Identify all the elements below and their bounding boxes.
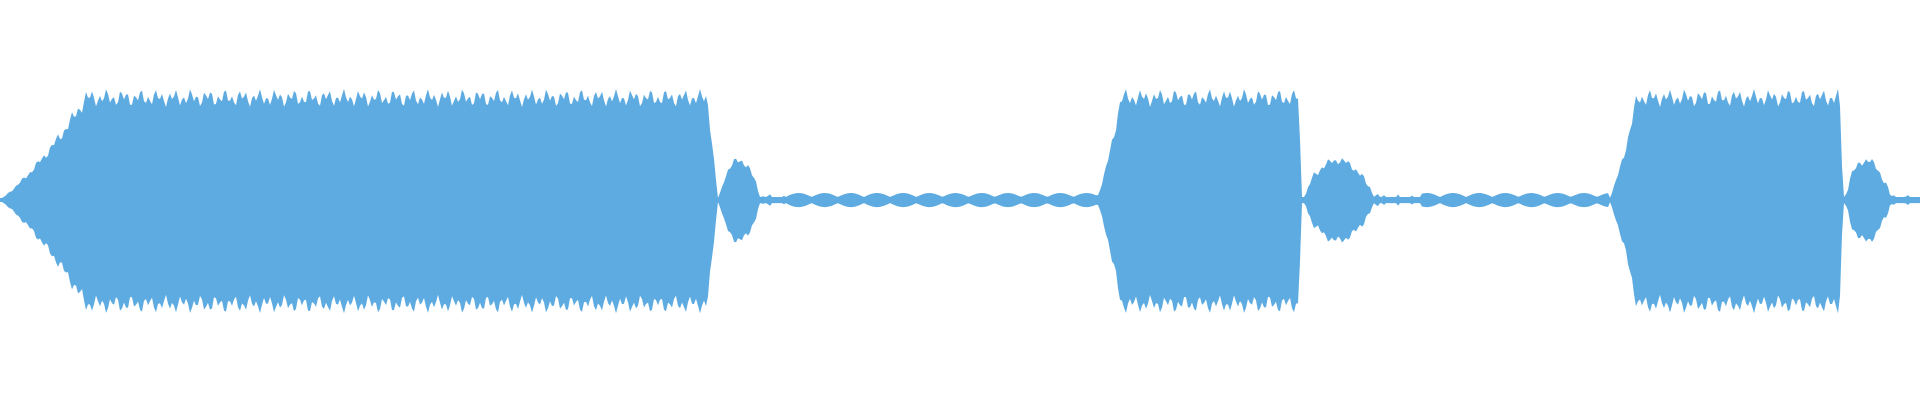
waveform-shape (0, 89, 1920, 314)
